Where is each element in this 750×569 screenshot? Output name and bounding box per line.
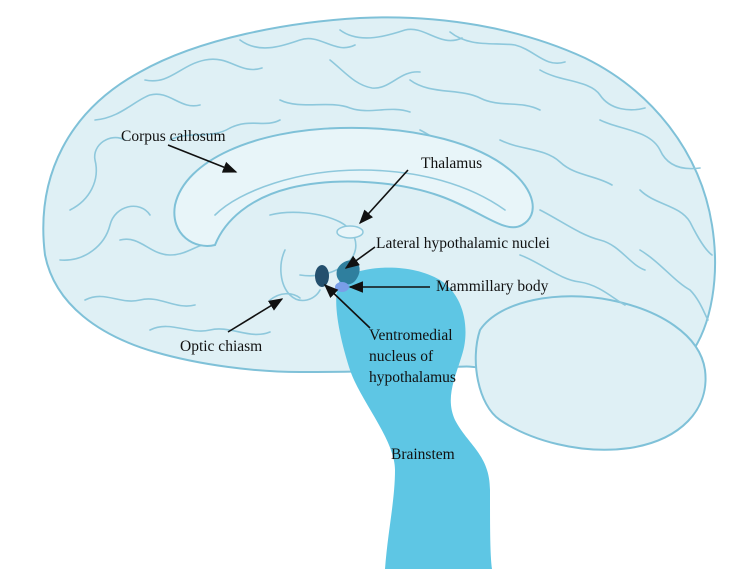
label-ventromedial-line3: hypothalamus [369, 369, 456, 386]
pointer-arrows [167, 144, 430, 333]
label-ventromedial-line2: nucleus of [369, 348, 434, 365]
thalamus-shape [336, 225, 364, 239]
ventromedial-nucleus-shape [315, 265, 329, 287]
arrow-lateral-hypothalamic [344, 246, 376, 269]
label-ventromedial-line1: Ventromedial [369, 327, 453, 344]
arrow-optic-chiasm [227, 298, 284, 333]
label-thalamus: Thalamus [421, 155, 482, 172]
arrow-corpus-callosum [167, 144, 238, 173]
arrow-thalamus [359, 169, 409, 225]
label-lateral-hypothalamic-nuclei: Lateral hypothalamic nuclei [376, 235, 551, 252]
corpus-callosum-shape [173, 126, 534, 247]
mammillary-body-shape [335, 282, 349, 292]
label-optic-chiasm: Optic chiasm [180, 338, 262, 355]
label-mammillary-body: Mammillary body [436, 278, 549, 295]
label-brainstem: Brainstem [391, 446, 455, 463]
optic-chiasm-shape [269, 292, 301, 301]
brainstem-shape [336, 267, 492, 569]
cerebellum [474, 295, 707, 451]
label-corpus-callosum: Corpus callosum [121, 128, 226, 145]
arrow-ventromedial [323, 284, 371, 329]
